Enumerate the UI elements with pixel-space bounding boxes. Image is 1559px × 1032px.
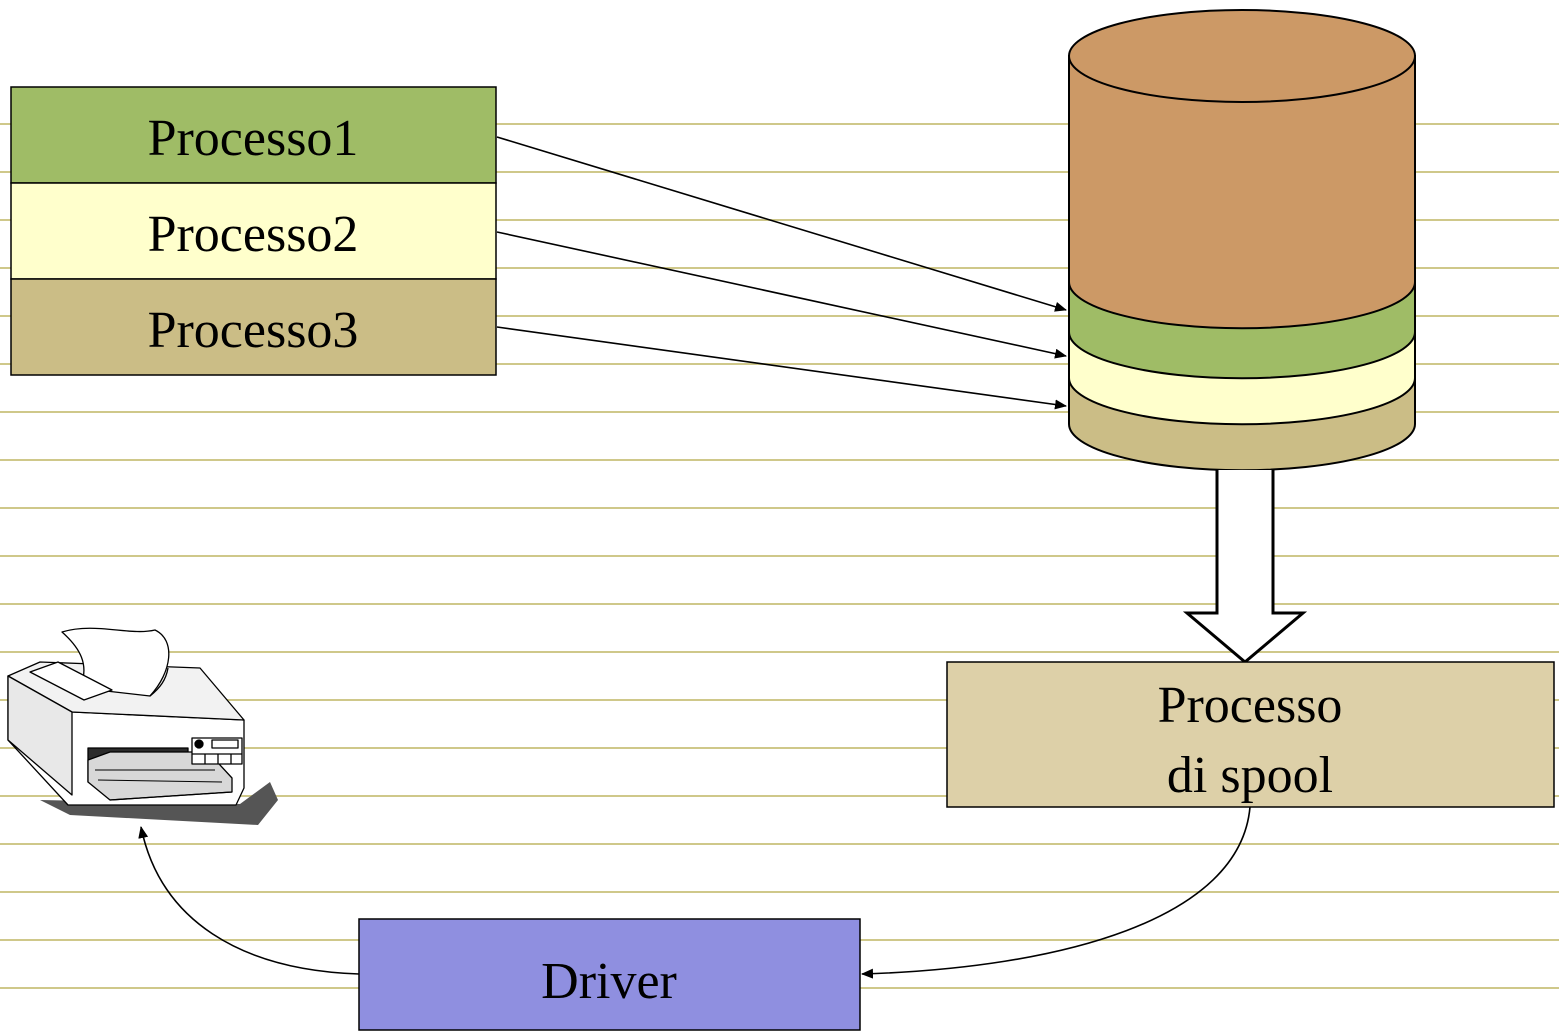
spool-to-driver-arrow — [861, 806, 1251, 979]
driver-to-printer-arrow — [138, 826, 360, 975]
process-3-box — [10, 278, 497, 376]
arrow-process-1 — [496, 136, 1067, 312]
process-1-label: Processo1 — [148, 110, 359, 167]
driver-box — [358, 918, 861, 1031]
process-2-label: Processo2 — [148, 206, 359, 263]
driver: Driver — [358, 918, 861, 1031]
driver-label: Driver — [541, 953, 677, 1010]
process-3-label: Processo3 — [148, 302, 359, 359]
spool-process-box — [946, 661, 1555, 808]
arrow-process-3 — [496, 326, 1067, 410]
spool-process-label-line1: Processo — [1158, 677, 1343, 734]
disk-body — [1068, 55, 1416, 330]
arrow-process-2 — [496, 231, 1067, 359]
disk-top — [1068, 9, 1416, 103]
process-1-box — [10, 86, 497, 184]
process-arrows — [496, 136, 1067, 410]
spool-process-label-line2: di spool — [1167, 747, 1333, 804]
process-2-box — [10, 182, 497, 280]
printer-icon — [7, 627, 278, 825]
spool-process: Processo di spool — [946, 661, 1555, 808]
process-stack: Processo1 Processo2 Processo3 — [10, 86, 497, 376]
disk-cylinder — [1068, 9, 1416, 472]
disk-to-spool-arrow — [1182, 470, 1308, 664]
